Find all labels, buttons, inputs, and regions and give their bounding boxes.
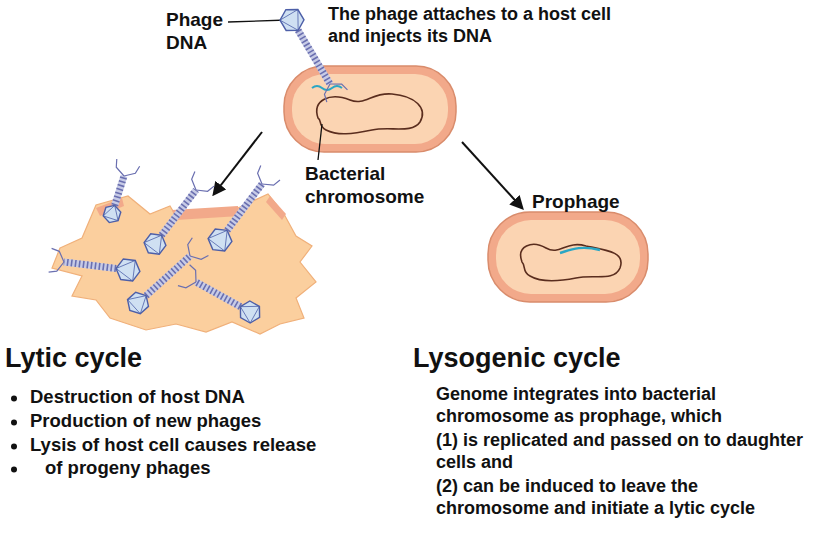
text-label: The phage attaches to a host cell and in… — [328, 4, 628, 48]
phage-tail-stripes — [162, 190, 196, 235]
phage-tail-stripes — [64, 262, 116, 269]
text-label: Lysis of host cell causes release — [30, 434, 316, 457]
phage-tail — [227, 184, 262, 230]
phage-tail-stripes — [196, 282, 240, 307]
phage-head — [103, 205, 121, 222]
tail-fiber — [49, 262, 64, 272]
lysed-cell — [52, 194, 316, 334]
phage-tail-stripes — [298, 30, 330, 84]
tail-fiber — [52, 248, 64, 262]
phage-head — [116, 259, 140, 281]
phage-tail — [196, 282, 240, 307]
bacterial-chromosome — [317, 94, 423, 134]
tail-fiber — [258, 166, 262, 184]
phage-head-facet — [208, 230, 227, 251]
phage — [144, 172, 214, 255]
bacterial-chromosome — [521, 244, 621, 280]
text-label: Prophage — [532, 190, 620, 213]
phage-head — [240, 301, 259, 323]
tail-fiber — [178, 282, 196, 288]
prophage-dna — [560, 248, 600, 253]
phage-head-facet — [144, 235, 162, 254]
text-label: (1) is replicated and passed on to daugh… — [436, 430, 814, 474]
host-cell-wall — [488, 212, 648, 302]
tail-fiber — [324, 84, 330, 102]
phage-tail-stripes — [227, 184, 262, 230]
phage-head-facet — [280, 10, 298, 31]
bullet-dot — [11, 444, 17, 450]
section-heading: Lytic cycle — [5, 342, 142, 375]
bullet-dot — [11, 467, 17, 473]
phage — [128, 238, 209, 314]
tail-fiber — [124, 166, 140, 176]
tail-fiber — [262, 180, 280, 185]
host-cell-wall — [284, 66, 456, 152]
text-label: (2) can be induced to leave the chromoso… — [436, 476, 814, 520]
phage-tail — [115, 176, 124, 205]
bullet-dot — [11, 396, 17, 402]
phage-tail-stripes — [146, 256, 190, 296]
phage — [49, 248, 140, 281]
phage-tail — [146, 256, 190, 296]
phage-tail — [64, 262, 116, 269]
text-label: Destruction of host DNA — [30, 386, 245, 409]
leader-line — [228, 20, 287, 22]
arrow — [214, 132, 262, 194]
section-heading: Lysogenic cycle — [413, 342, 621, 375]
text-label: Genome integrates into bacterial chromos… — [436, 384, 814, 428]
phage-head-facet — [240, 306, 259, 323]
phage-head-facet — [116, 260, 135, 281]
arrow — [462, 142, 522, 208]
host-cytoplasm — [292, 74, 448, 144]
bullet-dot — [11, 420, 17, 426]
phage-head-facet — [128, 296, 147, 314]
cell-wall-fragment — [266, 196, 286, 220]
phage-head — [128, 292, 149, 314]
tail-fiber — [190, 265, 196, 282]
tail-fiber — [196, 186, 214, 191]
text-label: Bacterial chromosome — [305, 162, 455, 208]
phage-head — [208, 229, 232, 251]
tail-fiber — [330, 84, 347, 90]
host-cytoplasm — [496, 220, 640, 294]
text-label: Phage DNA — [166, 8, 228, 54]
tail-fiber — [116, 159, 124, 176]
phage-head-facet — [103, 205, 118, 220]
leader-line — [318, 124, 322, 160]
text-label: Production of new phages — [30, 410, 261, 433]
tail-fiber — [188, 238, 193, 256]
phage-tail — [162, 190, 196, 235]
text-label: of progeny phages — [45, 457, 211, 480]
phage-tail — [298, 30, 330, 84]
phage-head — [280, 10, 304, 31]
tail-fiber — [192, 172, 196, 190]
phage-tail-stripes — [115, 176, 124, 205]
tail-fiber — [190, 256, 208, 260]
phage — [103, 159, 139, 223]
phage — [178, 265, 260, 323]
phage-head — [144, 234, 166, 254]
phage — [208, 166, 280, 251]
